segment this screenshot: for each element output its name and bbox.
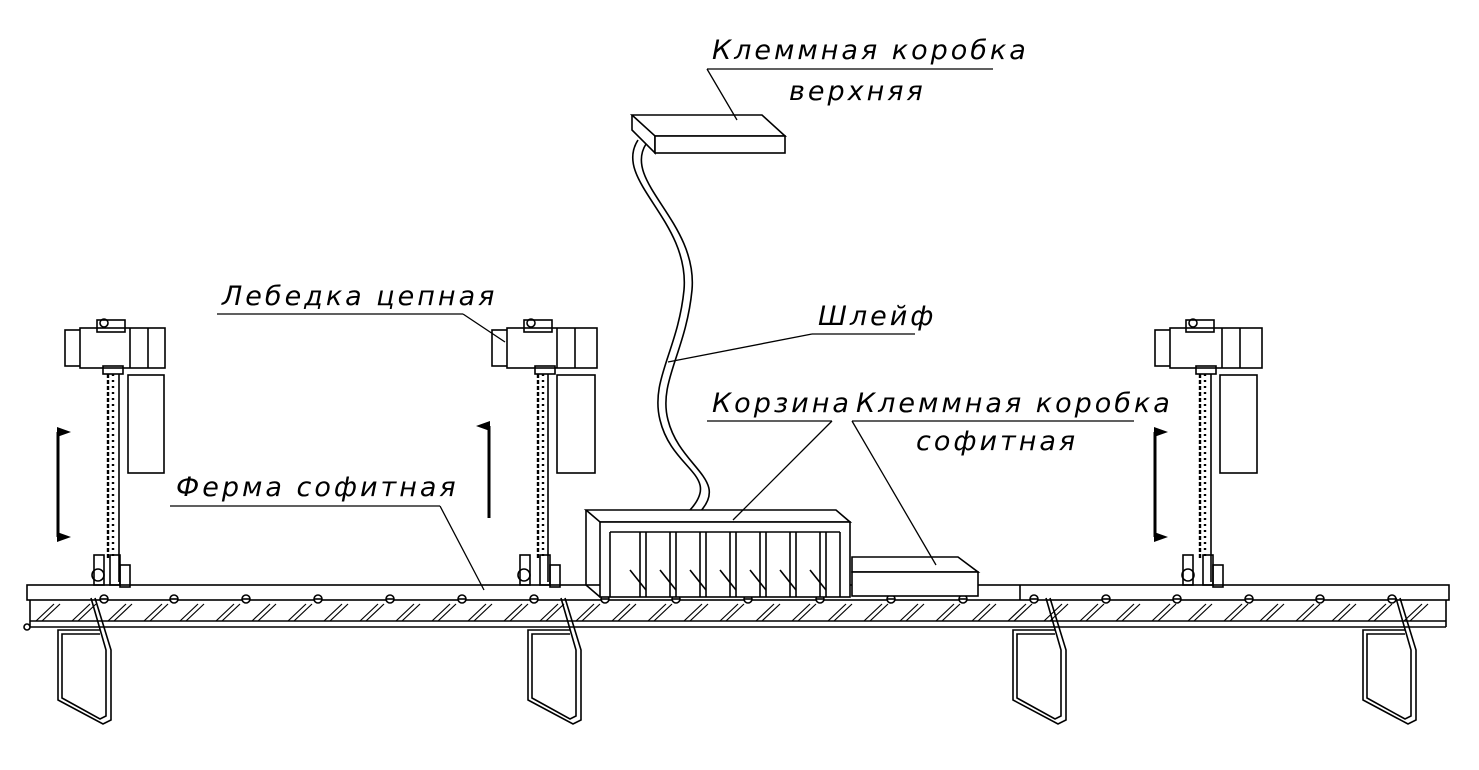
hanger-2 bbox=[527, 597, 582, 725]
chain-hoist-2 bbox=[491, 318, 598, 588]
batten-junction-box-label-line2: софитная bbox=[916, 426, 1079, 457]
truss-label: Ферма софитная bbox=[176, 472, 459, 503]
batten-junction-box-label: Клеммная коробка bbox=[856, 388, 1173, 419]
upper-junction-box bbox=[629, 114, 788, 155]
hanger-1 bbox=[57, 597, 112, 725]
basket-label: Корзина bbox=[712, 388, 852, 419]
batten-junction-box bbox=[851, 556, 981, 597]
cable-basket bbox=[583, 509, 853, 598]
cable-loop bbox=[611, 139, 711, 531]
upper-junction-box-label-line2: верхняя bbox=[789, 76, 926, 107]
cable-label: Шлейф bbox=[818, 301, 937, 332]
truss-hangers bbox=[57, 597, 1417, 725]
chain-hoist-3 bbox=[1154, 318, 1263, 588]
chain-hoist-1 bbox=[64, 318, 166, 588]
upper-junction-box-label: Клеммная коробка bbox=[712, 35, 1029, 66]
motion-arrows bbox=[56, 421, 1168, 542]
chain-hoist-label: Лебедка цепная bbox=[222, 281, 498, 312]
hanger-4 bbox=[1362, 597, 1417, 725]
hanger-3 bbox=[1012, 597, 1067, 725]
leader-lines bbox=[170, 68, 1134, 591]
